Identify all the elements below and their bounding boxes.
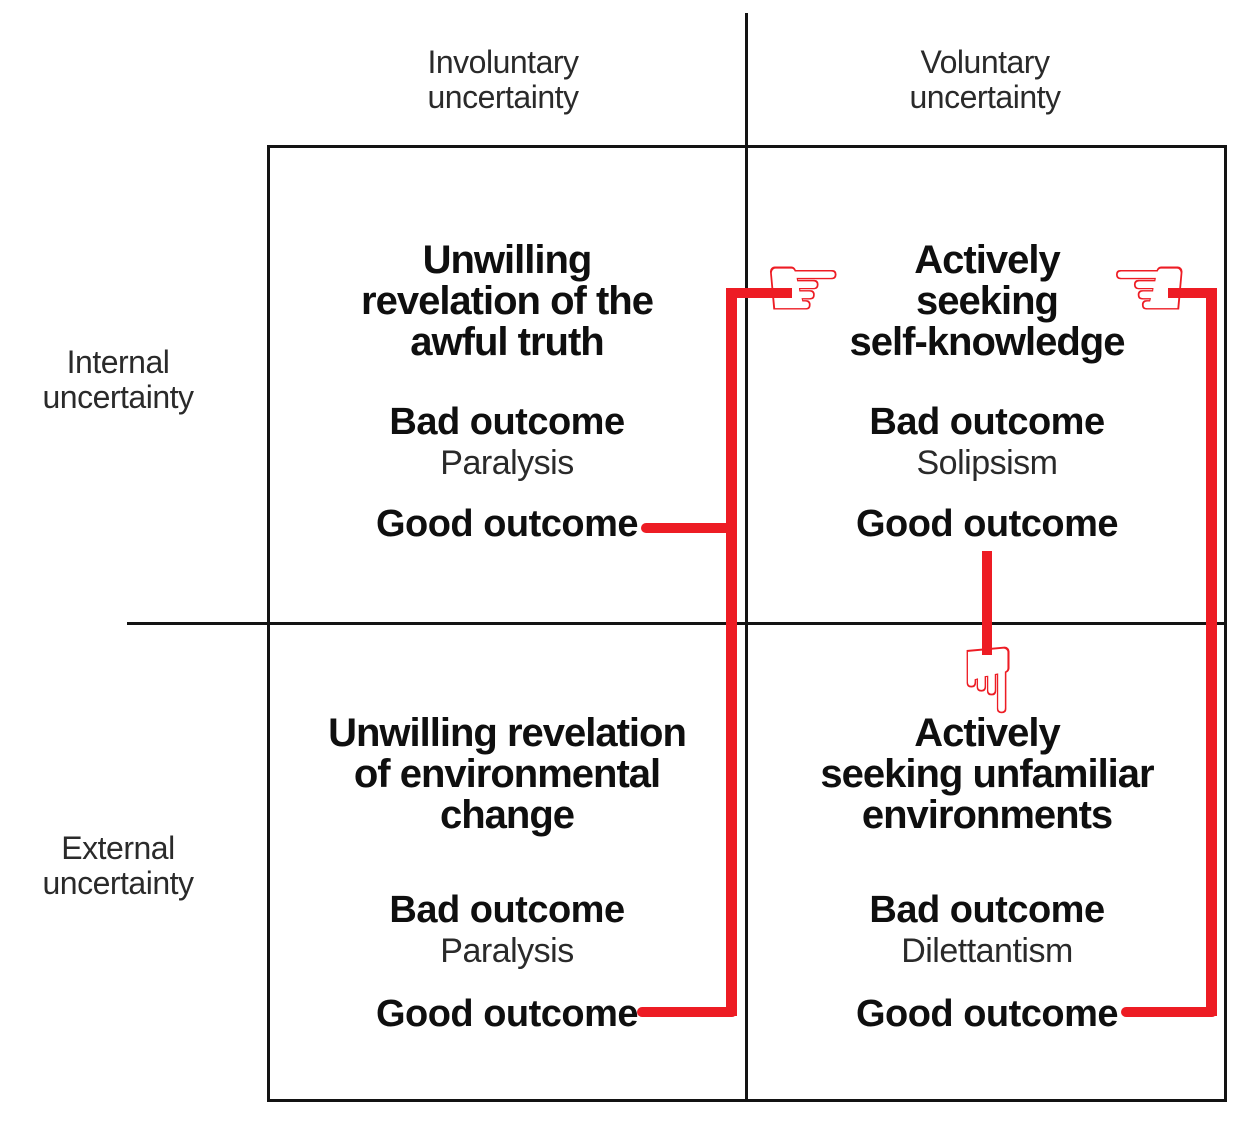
red-connector-good-outcome-topleft-stub: [641, 523, 737, 533]
row-header-internal: Internal uncertainty: [12, 345, 224, 415]
red-connector-right-vertical: [1206, 288, 1217, 1016]
bad-outcome-label: Bad outcome: [389, 889, 625, 931]
red-connector-good-outcome-bottomleft-stub: [637, 1007, 737, 1017]
red-connector-left-vertical: [726, 288, 737, 1016]
red-connector-middle-drop: [982, 551, 992, 655]
column-header-involuntary: Involuntary uncertainty: [353, 45, 653, 115]
quadrant-title-line: Actively: [914, 238, 1060, 282]
quadrant-title-line: environments: [861, 793, 1113, 837]
quadrant-title-line: Unwilling revelation: [328, 711, 687, 755]
quadrant-title-actively-seeking-self-knowledge: Actively seeking self-knowledge: [757, 240, 1217, 363]
column-header-voluntary: Voluntary uncertainty: [835, 45, 1135, 115]
quadrant-title-line: of environmental: [353, 752, 661, 796]
quadrant-title-actively-seeking-unfamiliar-environments: Actively seeking unfamiliar environments: [757, 713, 1217, 836]
row-header-line: Internal: [66, 344, 170, 380]
quadrant-title-line: seeking unfamiliar: [820, 752, 1154, 796]
hand-pointing-left-icon: ☜: [1108, 234, 1191, 341]
quadrant-title-line: awful truth: [410, 320, 604, 364]
bad-outcome-label: Bad outcome: [389, 401, 625, 443]
red-connector-top-left-elbow: [726, 288, 792, 298]
column-header-line: uncertainty: [427, 79, 579, 115]
bad-outcome-value: Paralysis: [440, 932, 574, 970]
row-divider-line: [127, 622, 1224, 625]
bad-outcome-value: Solipsism: [916, 444, 1058, 482]
row-header-line: uncertainty: [42, 379, 194, 415]
red-connector-top-right-elbow: [1168, 288, 1217, 298]
hand-pointing-down-icon: ☟: [959, 628, 1017, 735]
quadrant-title-line: Unwilling: [422, 238, 593, 282]
good-outcome-label: Good outcome: [375, 503, 639, 545]
good-outcome-label: Good outcome: [375, 993, 639, 1035]
column-header-line: Involuntary: [427, 44, 579, 80]
good-outcome-label: Good outcome: [855, 503, 1119, 545]
row-header-external: External uncertainty: [12, 831, 224, 901]
quadrant-title-line: Actively: [914, 711, 1060, 755]
red-connector-good-outcome-bottomright-stub: [1121, 1007, 1217, 1017]
quadrant-title-line: self-knowledge: [849, 320, 1126, 364]
row-header-line: uncertainty: [42, 865, 194, 901]
column-header-line: uncertainty: [909, 79, 1061, 115]
bad-outcome-label: Bad outcome: [869, 889, 1105, 931]
quadrant-title-line: change: [439, 793, 575, 837]
bad-outcome-value: Dilettantism: [901, 932, 1073, 970]
quadrant-title-line: revelation of the: [361, 279, 654, 323]
column-header-line: Voluntary: [920, 44, 1050, 80]
bad-outcome-label: Bad outcome: [869, 401, 1105, 443]
column-divider-line: [745, 13, 748, 1099]
row-header-line: External: [61, 830, 175, 866]
quadrant-title-unwilling-revelation-environmental-change: Unwilling revelation of environmental ch…: [277, 713, 737, 836]
quadrant-title-unwilling-revelation-awful-truth: Unwilling revelation of the awful truth: [277, 240, 737, 363]
quadrant-title-line: seeking: [916, 279, 1059, 323]
good-outcome-label: Good outcome: [855, 993, 1119, 1035]
bad-outcome-value: Paralysis: [440, 444, 574, 482]
hand-pointing-right-icon: ☞: [762, 234, 845, 341]
